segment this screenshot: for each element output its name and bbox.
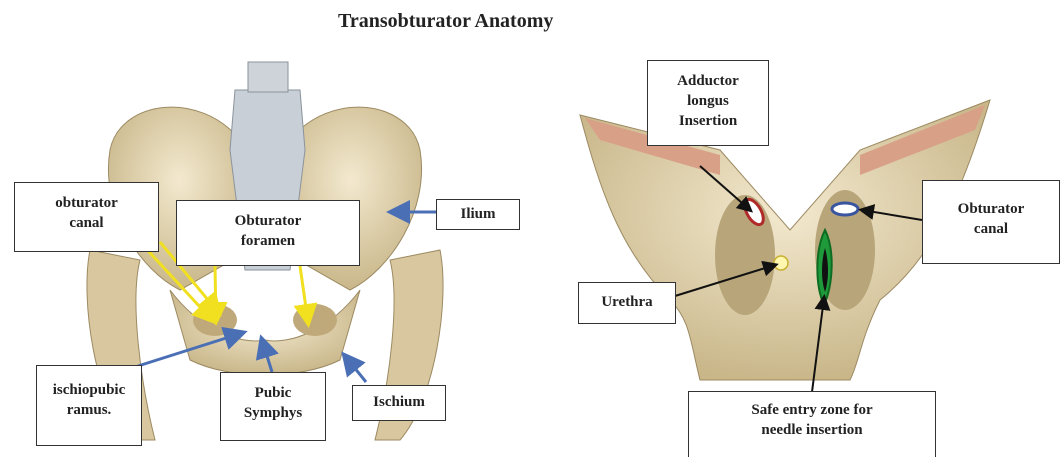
label-obturator-canal-left: obturator canal [14, 182, 159, 252]
label-ischium: Ischium [352, 385, 446, 421]
arrow-ischium [345, 356, 366, 382]
urethra-marker [774, 256, 788, 270]
label-obturator-foramen: Obturator foramen [176, 200, 360, 266]
label-pubic-symphys: Pubic Symphys [220, 372, 326, 441]
label-adductor-longus: Adductor longus Insertion [647, 60, 769, 146]
obturator-canal-marker [832, 203, 858, 215]
label-ischiopubic-ramus: ischiopubic ramus. [36, 365, 142, 446]
label-urethra: Urethra [578, 282, 676, 324]
arrow-foramen-1 [215, 266, 216, 320]
label-ilium: Ilium [436, 199, 520, 230]
label-obturator-canal-right: Obturator canal [922, 180, 1060, 264]
label-safe-entry-zone: Safe entry zone for needle insertion [688, 391, 936, 457]
